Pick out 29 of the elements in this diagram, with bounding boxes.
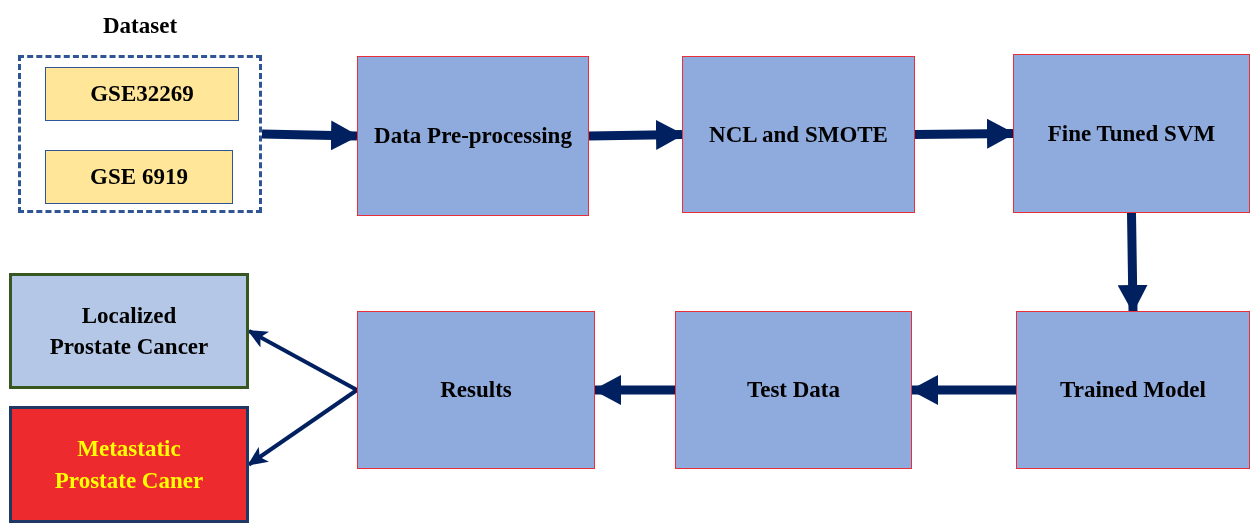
- arrow: [261, 120, 359, 151]
- dataset-box: [45, 67, 239, 121]
- box-label: Test Data: [746, 376, 841, 405]
- box-label: Localized Prostate Cancer: [48, 301, 210, 361]
- arrow: [593, 375, 675, 405]
- arrow: [247, 329, 358, 392]
- box-label: GSE32269: [90, 80, 194, 109]
- process-box: [1016, 311, 1250, 469]
- process-box: [675, 311, 912, 469]
- arrow: [914, 118, 1015, 149]
- group-heading: Dataset: [102, 12, 178, 40]
- box-label: NCL and SMOTE: [709, 120, 888, 149]
- outcome-box: [9, 406, 249, 523]
- process-box: [682, 56, 915, 213]
- box-label: Fine Tuned SVM: [1047, 119, 1216, 148]
- arrow: [910, 375, 1016, 405]
- box-label: Results: [440, 376, 512, 405]
- process-box: [357, 311, 595, 469]
- arrow: [588, 119, 684, 150]
- outcome-box: [9, 273, 249, 389]
- process-box: [1013, 54, 1250, 213]
- dataset-box: [45, 150, 233, 204]
- box-label: Data Pre-processing: [374, 122, 572, 151]
- box-label: Metastatic Prostate Caner: [53, 435, 205, 495]
- process-box: [357, 56, 589, 216]
- arrow: [1117, 212, 1148, 313]
- arrow: [247, 388, 359, 467]
- box-label: Trained Model: [1060, 376, 1206, 405]
- box-label: GSE 6919: [90, 163, 188, 192]
